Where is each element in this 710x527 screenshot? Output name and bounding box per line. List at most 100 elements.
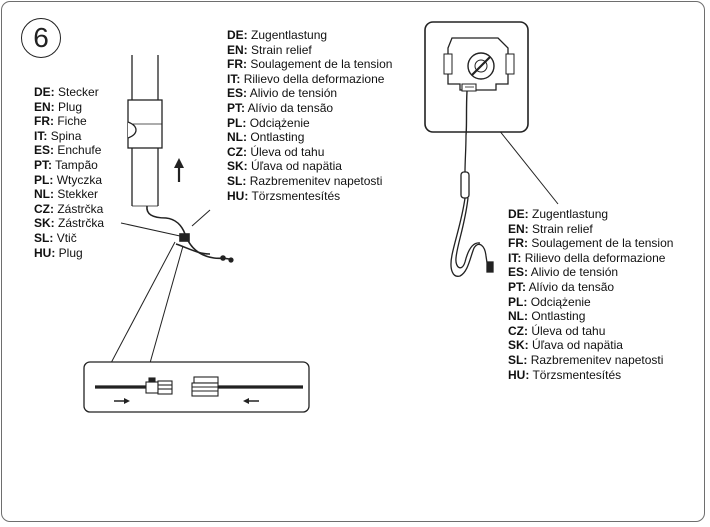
right-arrow-icon — [114, 398, 130, 404]
translated-label: Tampão — [55, 157, 98, 172]
language-code: PL: — [227, 115, 247, 130]
label-line: DE: Zugentlastung — [227, 28, 392, 43]
translated-label: Soulagement de la tension — [531, 236, 674, 251]
language-code: SL: — [508, 352, 528, 367]
translated-label: Ontlasting — [531, 309, 586, 324]
translated-label: Zástrčka — [58, 216, 105, 231]
translated-label: Törzsmentesítés — [251, 188, 341, 203]
upright-tube — [127, 55, 163, 207]
label-line: IT: Rilievo della deformazione — [508, 251, 673, 266]
translated-label: Alívio da tensão — [247, 100, 334, 115]
plug-detail-box — [83, 361, 310, 413]
language-code: FR: — [227, 57, 247, 72]
language-code: HU: — [227, 188, 249, 203]
label-line: SK: Úľava od napätia — [508, 338, 673, 353]
label-line: SL: Vtič — [34, 231, 104, 246]
strain-relief-detail — [424, 21, 529, 136]
language-code: NL: — [34, 187, 54, 202]
language-code: DE: — [227, 28, 248, 42]
language-code: FR: — [34, 114, 54, 129]
step-number: 6 — [21, 18, 61, 58]
translated-label: Stecker — [58, 85, 99, 99]
translated-label: Fiche — [57, 114, 87, 129]
translated-label: Alivio de tensión — [249, 86, 338, 101]
label-line: DE: Stecker — [34, 85, 104, 100]
label-line: HU: Törzsmentesítés — [508, 368, 673, 383]
label-line: FR: Fiche — [34, 114, 104, 129]
label-line: EN: Strain relief — [227, 43, 392, 58]
translated-label: Strain relief — [251, 42, 312, 57]
language-code: FR: — [508, 236, 528, 251]
translated-label: Úľava od napätia — [532, 338, 623, 353]
label-line: SK: Úľava od napätia — [227, 159, 392, 174]
label-line: ES: Alivio de tensión — [508, 265, 673, 280]
language-code: CZ: — [508, 323, 528, 338]
language-code: IT: — [227, 71, 241, 86]
language-code: SL: — [34, 230, 54, 245]
language-code: ES: — [34, 143, 55, 158]
label-line: NL: Stekker — [34, 187, 104, 202]
language-code: SK: — [227, 159, 248, 174]
translated-label: Odciążenie — [249, 115, 310, 130]
translated-label: Enchufe — [57, 143, 102, 158]
label-line: EN: Strain relief — [508, 222, 673, 237]
translated-label: Rilievo della deformazione — [243, 71, 385, 86]
label-line: PL: Odciążenie — [508, 295, 673, 310]
language-code: PT: — [227, 100, 245, 115]
label-line: HU: Plug — [34, 246, 104, 261]
translated-label: Odciążenie — [530, 294, 591, 309]
label-line: CZ: Úleva od tahu — [227, 145, 392, 160]
translated-label: Soulagement de la tension — [250, 57, 393, 72]
translated-label: Zugentlastung — [251, 28, 328, 42]
cable-with-plug — [146, 205, 234, 263]
language-code: PT: — [34, 157, 52, 172]
label-line: CZ: Zástrčka — [34, 202, 104, 217]
language-code: EN: — [508, 221, 529, 236]
language-code: NL: — [508, 309, 528, 324]
language-code: IT: — [508, 250, 522, 265]
translated-label: Razbremenitev napetosti — [530, 352, 664, 367]
language-code: NL: — [227, 130, 247, 145]
label-line: DE: Zugentlastung — [508, 207, 673, 222]
label-line: PT: Tampão — [34, 158, 104, 173]
translated-label: Úľava od napätia — [251, 159, 342, 174]
hanging-cable — [450, 134, 494, 277]
label-line: SL: Razbremenitev napetosti — [227, 174, 392, 189]
language-code: CZ: — [34, 201, 54, 216]
label-line: PL: Wtyczka — [34, 173, 104, 188]
label-line: PT: Alívio da tensão — [508, 280, 673, 295]
language-code: PT: — [508, 279, 526, 294]
translated-label: Törzsmentesítés — [532, 367, 622, 382]
translated-label: Spina — [50, 128, 82, 143]
translated-label: Úleva od tahu — [250, 144, 325, 159]
label-line: ES: Alivio de tensión — [227, 86, 392, 101]
language-code: IT: — [34, 128, 48, 143]
label-line: ES: Enchufe — [34, 143, 104, 158]
up-arrow-icon — [174, 158, 184, 182]
label-line: NL: Ontlasting — [227, 130, 392, 145]
label-line: FR: Soulagement de la tension — [508, 236, 673, 251]
translated-label: Úleva od tahu — [531, 323, 606, 338]
language-code: SL: — [227, 173, 247, 188]
language-code: ES: — [508, 265, 529, 280]
label-line: IT: Rilievo della deformazione — [227, 72, 392, 87]
translated-label: Alívio da tensão — [528, 279, 615, 294]
translated-label: Vtič — [56, 230, 77, 245]
translated-label: Razbremenitev napetosti — [249, 173, 383, 188]
language-code: SK: — [34, 216, 55, 231]
label-line: CZ: Úleva od tahu — [508, 324, 673, 339]
language-code: SK: — [508, 338, 529, 353]
translated-label: Zugentlastung — [532, 207, 609, 221]
translated-label: Plug — [58, 245, 83, 260]
language-code: DE: — [34, 85, 55, 99]
label-line: EN: Plug — [34, 100, 104, 115]
language-code: CZ: — [227, 144, 247, 159]
translated-label: Strain relief — [532, 221, 593, 236]
language-code: EN: — [34, 99, 55, 114]
label-line: PT: Alívio da tensão — [227, 101, 392, 116]
